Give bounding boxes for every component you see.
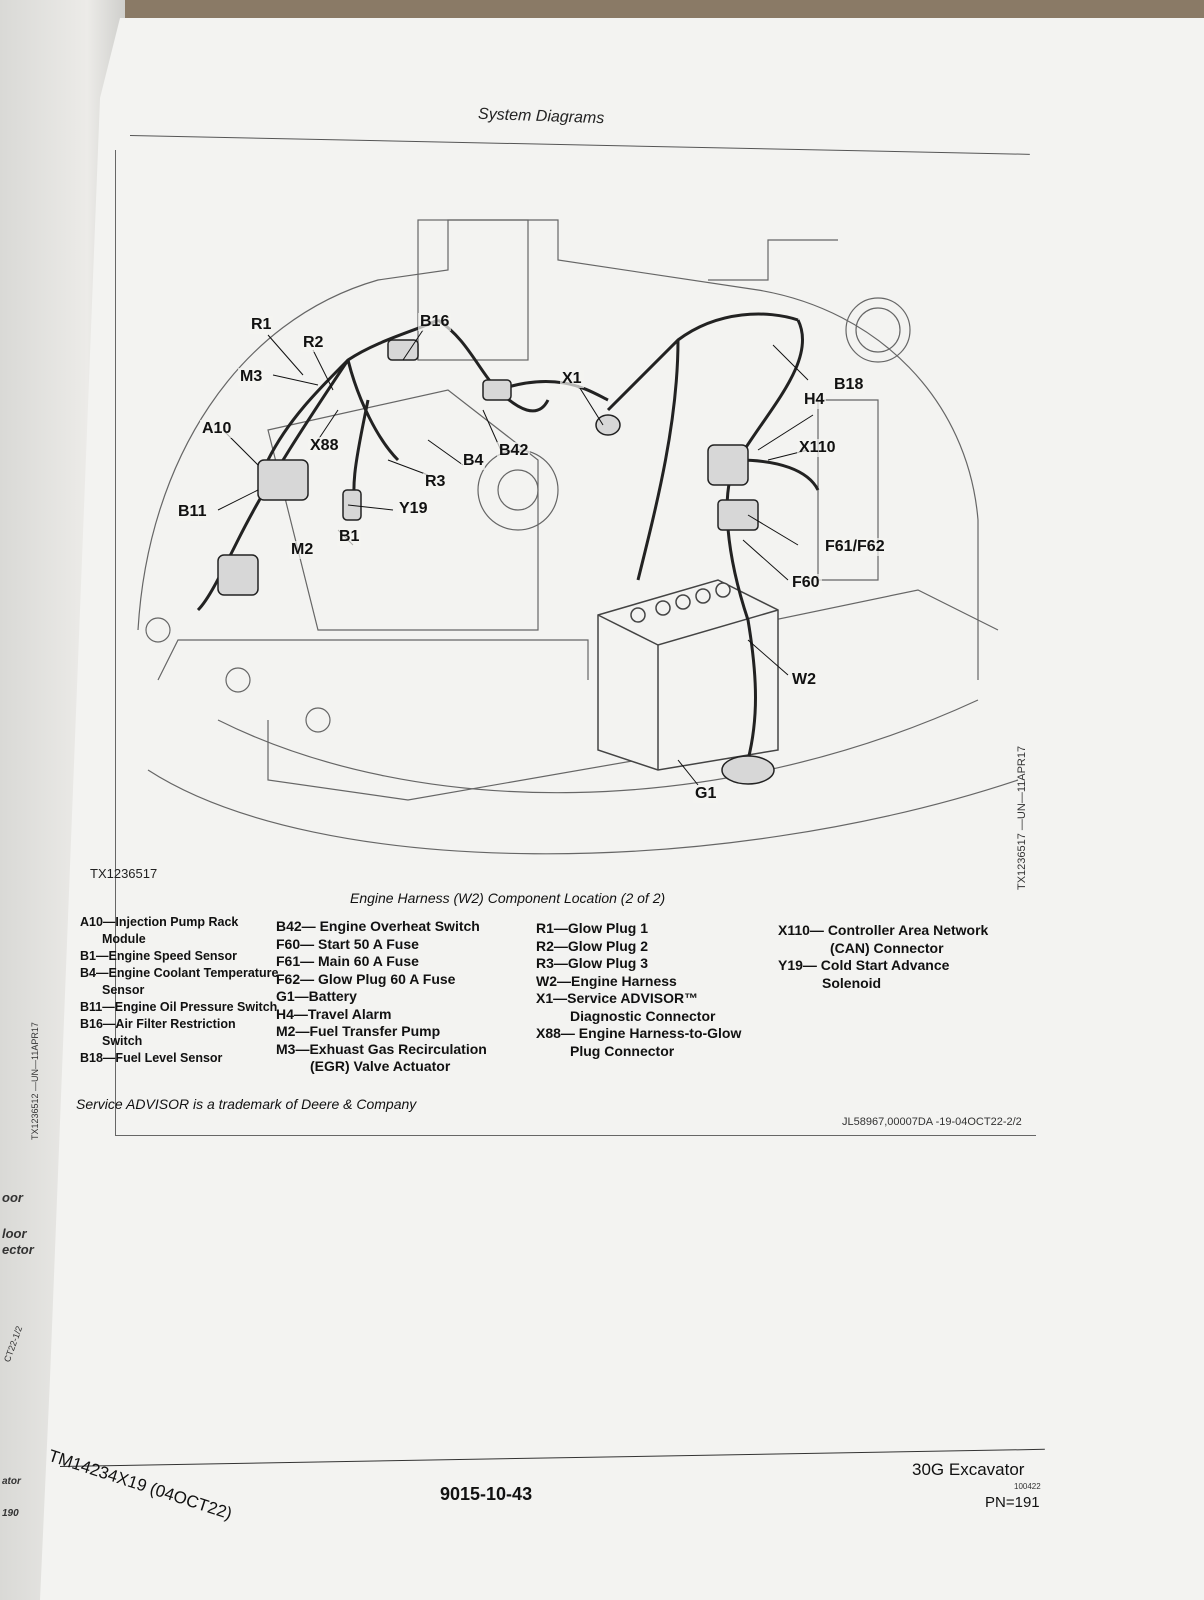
figure-frame: [115, 150, 1036, 1136]
left-page-fragment: CT22-1/2: [2, 1324, 25, 1364]
footer-date-code: 100422: [1014, 1482, 1041, 1491]
legend-item: B18—Fuel Level Sensor: [80, 1051, 223, 1065]
left-page-fragment: ector: [2, 1242, 34, 1257]
callout-r3: R3: [423, 473, 448, 491]
legend-item: R3—Glow Plug 3: [536, 955, 649, 971]
figure-id: TX1236517: [90, 866, 158, 881]
legend-item: X110— Controller Area Network(CAN) Conne…: [778, 922, 989, 956]
left-page-fragment: ator: [2, 1476, 21, 1487]
legend-item: R1—Glow Plug 1: [536, 920, 649, 936]
legend-item: R2—Glow Plug 2: [536, 937, 649, 954]
legend-column-2: B42— Engine Overheat Switch F60— Start 5…: [276, 918, 536, 1076]
footer-pn: PN=191: [985, 1494, 1040, 1511]
battery: [597, 579, 779, 771]
callout-y19: Y19: [397, 500, 430, 518]
callout-g1: G1: [693, 785, 719, 803]
callout-r1: R1: [249, 316, 274, 334]
engine-harness-diagram: [137, 219, 1019, 855]
harness-components: [217, 339, 775, 785]
figure-side-id: TX1236517 —UN—11APR17: [1016, 745, 1028, 890]
left-page-fragment: 190: [2, 1508, 19, 1519]
legend-item: F60— Start 50 A Fuse: [276, 935, 419, 952]
callout-b11: B11: [176, 503, 209, 521]
footer-page-number: 9015-10-43: [440, 1484, 533, 1504]
document-code: JL58967,00007DA -19-04OCT22-2/2: [842, 1116, 1022, 1128]
callout-b16: B16: [418, 313, 452, 331]
legend-item: H4—Travel Alarm: [276, 1005, 392, 1022]
left-page-fragment: oor: [2, 1190, 23, 1205]
legend-column-3: R1—Glow Plug 1 R2—Glow Plug 2 R3—Glow Pl…: [536, 920, 776, 1060]
callout-w2: W2: [790, 671, 818, 689]
trademark-note: Service ADVISOR is a trademark of Deere …: [76, 1096, 417, 1112]
callout-b42: B42: [497, 442, 531, 460]
callout-m3: M3: [238, 368, 265, 386]
callout-m2: M2: [289, 541, 316, 559]
callout-b1: B1: [337, 528, 362, 546]
left-page-fragment: TX1236512 —UN—11APR17: [30, 1022, 40, 1140]
callout-f60: F60: [790, 574, 822, 592]
callout-r2: R2: [301, 334, 326, 352]
callout-h4: H4: [802, 391, 827, 409]
legend-item: B1—Engine Speed Sensor: [80, 949, 237, 963]
callout-b4: B4: [461, 452, 486, 470]
legend-item: W2—Engine Harness: [536, 972, 677, 989]
legend-item: G1—Battery: [276, 988, 357, 1004]
figure-caption: Engine Harness (W2) Component Location (…: [350, 890, 666, 906]
callout-x1: X1: [560, 370, 584, 388]
legend-item: B11—Engine Oil Pressure Switch: [80, 1000, 278, 1014]
legend-item: F62— Glow Plug 60 A Fuse: [276, 970, 456, 987]
callout-x88: X88: [308, 437, 341, 455]
legend-item: M3—Exhuast Gas Recirculation(EGR) Valve …: [276, 1040, 487, 1075]
legend-item: F61— Main 60 A Fuse: [276, 953, 419, 969]
leader-lines: [217, 329, 814, 786]
legend-column-4: X110— Controller Area Network(CAN) Conne…: [778, 922, 1018, 992]
manual-page: [40, 18, 1204, 1600]
callout-x110: X110: [797, 439, 838, 457]
legend-item: M2—Fuel Transfer Pump: [276, 1023, 441, 1039]
footer-machine-title: 30G Excavator: [912, 1460, 1025, 1479]
callout-f61-f62: F61/F62: [823, 538, 887, 556]
legend-item: B42— Engine Overheat Switch: [276, 918, 480, 934]
callout-a10: A10: [200, 420, 234, 438]
callout-b18: B18: [832, 376, 866, 394]
left-page-fragment: loor: [2, 1226, 27, 1241]
